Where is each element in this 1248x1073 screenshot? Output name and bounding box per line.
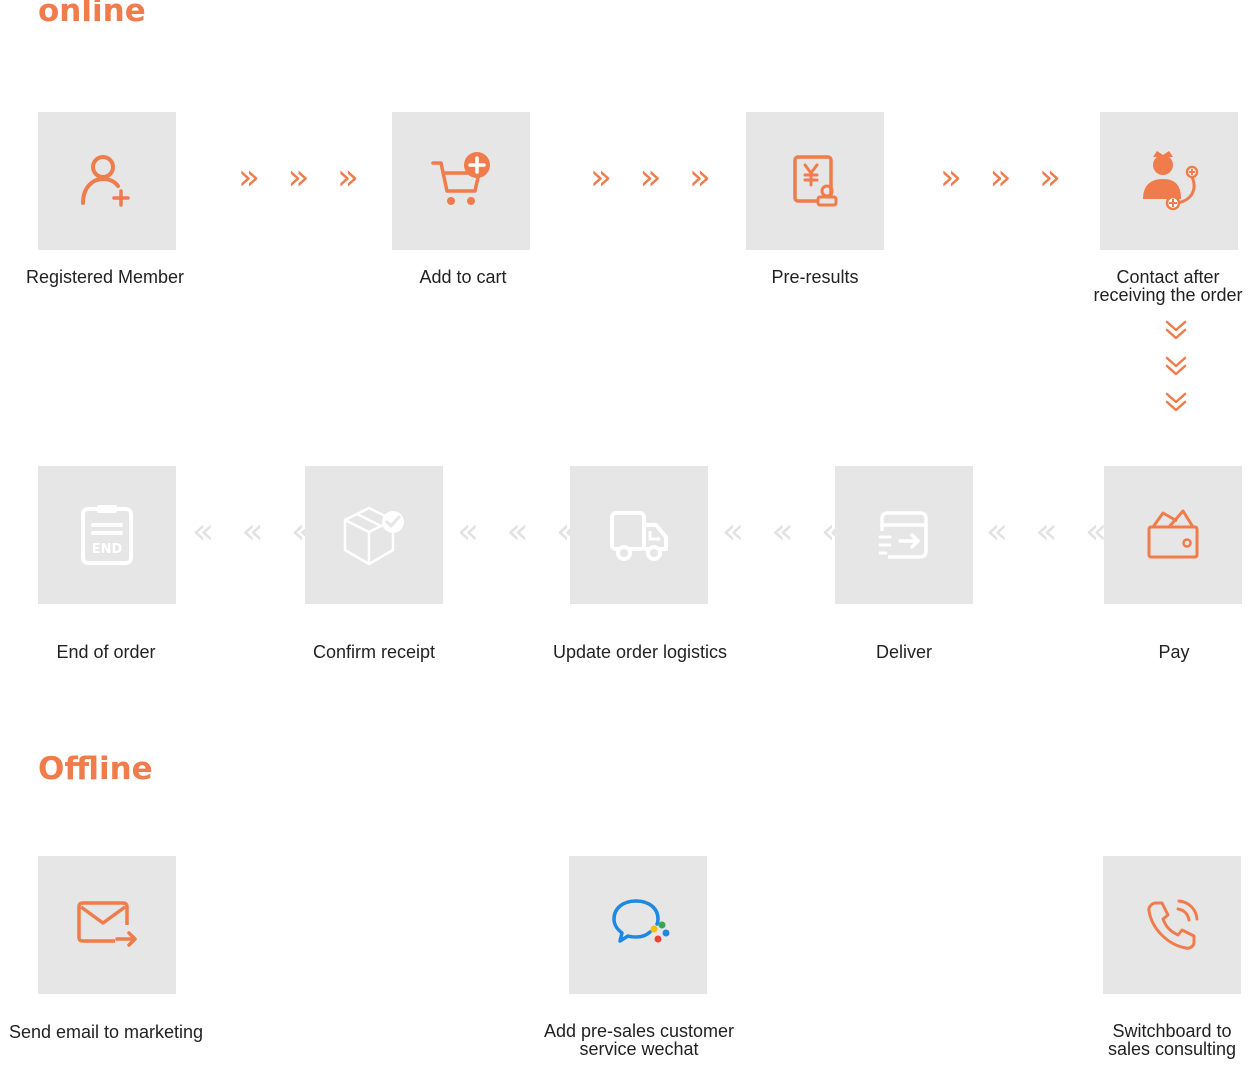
step-label: Contact after receiving the order <box>1093 267 1243 305</box>
step-label: Update order logistics <box>552 642 728 662</box>
channel-label: Send email to marketing <box>8 1022 204 1042</box>
flow-arrows-left: « « « <box>986 511 1115 552</box>
flow-arrows-left: « « « <box>192 511 321 552</box>
step-label: Registered Member <box>25 267 185 287</box>
step-pay <box>1104 466 1242 604</box>
flow-arrows-left: « « « <box>722 511 851 552</box>
box-check-icon <box>343 506 404 566</box>
step-label: Pay <box>1158 642 1190 662</box>
end-clipboard-icon: END <box>81 505 133 565</box>
svg-text:END: END <box>92 542 123 557</box>
section-title-offline: Offline <box>38 751 153 787</box>
flow-arrows-right: » » » <box>238 157 367 198</box>
step-contact-after-order <box>1100 112 1238 250</box>
truck-icon <box>610 511 668 561</box>
step-add-to-cart <box>392 112 530 250</box>
step-label: Add to cart <box>419 267 507 287</box>
chevron-double-down-icon <box>1165 356 1187 376</box>
chevron-double-down-icon <box>1165 320 1187 340</box>
flow-arrows-left: « « « <box>457 511 586 552</box>
flow-arrows-right: » » » <box>590 157 719 198</box>
customer-service-icon <box>1143 151 1199 211</box>
step-label: Pre-results <box>771 267 859 287</box>
wechat-work-icon <box>612 899 670 943</box>
cart-add-icon <box>431 152 490 205</box>
wallet-icon <box>1147 509 1199 559</box>
user-plus-icon <box>81 155 130 207</box>
step-label: Deliver <box>875 642 932 662</box>
step-update-logistics <box>570 466 708 604</box>
channel-label: Add pre-sales customer service wechat <box>543 1021 735 1059</box>
step-label: End of order <box>56 642 156 662</box>
step-end-of-order: END <box>38 466 176 604</box>
channel-wechat <box>569 856 707 994</box>
flow-arrows-right: » » » <box>940 157 1069 198</box>
email-icon <box>77 901 137 947</box>
channel-phone <box>1103 856 1241 994</box>
channel-label: Switchboard to sales consulting <box>1107 1021 1237 1059</box>
flow-arrows-down <box>1158 318 1194 414</box>
step-label: Confirm receipt <box>312 642 436 662</box>
invoice-icon <box>793 155 838 207</box>
section-title-online: online <box>38 0 146 29</box>
step-confirm-receipt <box>305 466 443 604</box>
step-registered-member <box>38 112 176 250</box>
deliver-icon <box>878 511 928 559</box>
step-deliver <box>835 466 973 604</box>
step-pre-results <box>746 112 884 250</box>
channel-email <box>38 856 176 994</box>
chevron-double-down-icon <box>1165 392 1187 412</box>
phone-icon <box>1147 899 1199 950</box>
